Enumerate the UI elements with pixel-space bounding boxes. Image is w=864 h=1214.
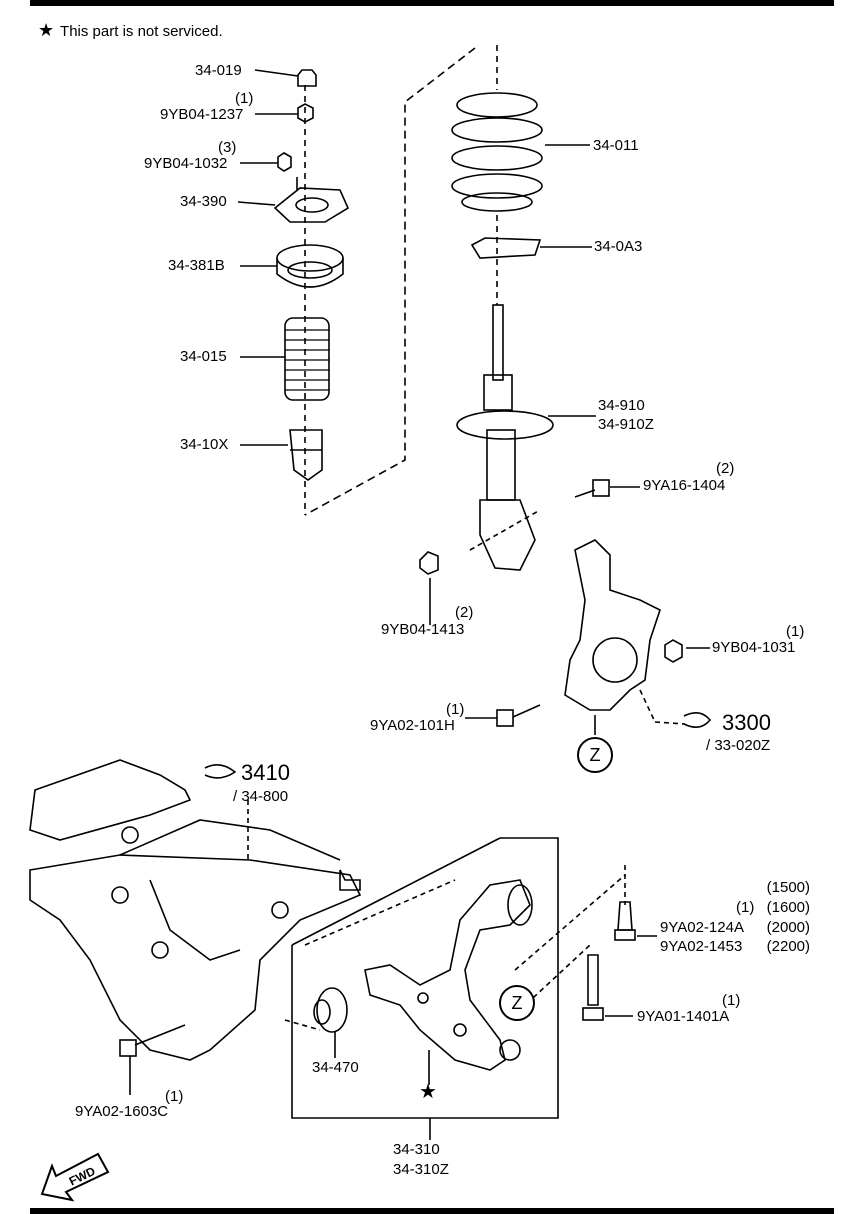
label-9YB04-1031: 9YB04-1031 bbox=[712, 639, 796, 656]
nut-1031 bbox=[664, 639, 683, 663]
label-34-910: 34-910 bbox=[598, 397, 645, 414]
bolt-124A bbox=[617, 901, 633, 931]
label-9YA02-1603C: 9YA02-1603C bbox=[75, 1103, 169, 1120]
label-34-015: 34-015 bbox=[180, 348, 227, 365]
crossmember-icon bbox=[204, 764, 237, 779]
top-rule bbox=[30, 0, 834, 6]
not-serviced-note: ★ This part is not serviced. bbox=[38, 20, 223, 41]
cap-34-019 bbox=[297, 69, 317, 87]
group-bracket bbox=[304, 47, 476, 516]
nut-1237 bbox=[297, 103, 314, 123]
bolt-1401A bbox=[587, 954, 599, 1006]
boot-34-015 bbox=[284, 317, 330, 401]
crossmember-subref: / 34-800 bbox=[233, 788, 289, 805]
label-34-310: 34-310 bbox=[393, 1141, 440, 1158]
top-mount-34-390 bbox=[273, 187, 350, 223]
label-34-390: 34-390 bbox=[180, 193, 227, 210]
label-9YA02-101H: 9YA02-101H bbox=[370, 717, 455, 734]
label-34-381B: 34-381B bbox=[168, 257, 225, 274]
knuckle-icon bbox=[683, 712, 712, 728]
star-icon: ★ bbox=[419, 1081, 437, 1103]
nut-1413 bbox=[419, 551, 439, 575]
nut-1032 bbox=[277, 152, 292, 172]
star-icon: ★ bbox=[38, 20, 55, 40]
bolt-101H bbox=[496, 709, 514, 727]
label-34-011: 34-011 bbox=[593, 137, 639, 154]
variant-2200: (2200) bbox=[766, 938, 810, 955]
qty-9YA01-1401A: (1) bbox=[722, 992, 741, 1009]
variant-1500: (1500) bbox=[766, 879, 810, 896]
variant-2000: (2000) bbox=[766, 919, 810, 936]
qty-variant-1600: (1) bbox=[736, 899, 755, 916]
coil-spring-34-011 bbox=[451, 92, 543, 212]
bolt-1603C bbox=[119, 1039, 137, 1057]
qty-9YB04-1413: (2) bbox=[455, 604, 474, 621]
bolt-1404 bbox=[574, 489, 596, 498]
spring-seat-34-0A3 bbox=[470, 237, 542, 259]
label-9YB04-1032: 9YB04-1032 bbox=[144, 155, 228, 172]
qty-9YB04-1031: (1) bbox=[786, 623, 805, 640]
bottom-rule bbox=[30, 1208, 834, 1214]
note-text: This part is not serviced. bbox=[60, 23, 223, 40]
label-9YA01-1401A: 9YA01-1401A bbox=[637, 1008, 730, 1025]
lower-arm-34-310 bbox=[364, 879, 531, 1071]
variant-1600: (1600) bbox=[766, 899, 810, 916]
knuckle-ref: 3300 bbox=[722, 710, 771, 735]
strut-34-910 bbox=[456, 304, 554, 571]
label-34-019: 34-019 bbox=[195, 62, 242, 79]
bushing-34-470 bbox=[316, 987, 348, 1033]
fwd-arrow-icon: FWD bbox=[40, 1152, 110, 1202]
knuckle-subref: / 33-020Z bbox=[706, 737, 771, 754]
label-9YB04-1413: 9YB04-1413 bbox=[381, 621, 465, 638]
label-9YA02-1453: 9YA02-1453 bbox=[660, 938, 743, 955]
bump-stop-34-10X bbox=[289, 429, 323, 481]
label-9YA16-1404: 9YA16-1404 bbox=[643, 477, 726, 494]
lower-arm-box bbox=[291, 837, 559, 1119]
label-34-0A3: 34-0A3 bbox=[594, 238, 643, 255]
qty-9YB04-1032: (3) bbox=[218, 139, 237, 156]
label-9YB04-1237: 9YB04-1237 bbox=[160, 106, 244, 123]
label-34-910Z: 34-910Z bbox=[598, 416, 654, 433]
label-34-310Z: 34-310Z bbox=[393, 1161, 449, 1178]
callout-z-knuckle: Z bbox=[577, 737, 613, 773]
label-9YA02-124A: 9YA02-124A bbox=[660, 919, 744, 936]
callout-z-arm: Z bbox=[499, 985, 535, 1021]
qty-9YA02-101H: (1) bbox=[446, 701, 465, 718]
label-34-10X: 34-10X bbox=[180, 436, 229, 453]
crossmember-ref: 3410 bbox=[241, 760, 290, 785]
knuckle-3300 bbox=[564, 539, 661, 711]
qty-9YA02-1603C: (1) bbox=[165, 1088, 184, 1105]
qty-9YA16-1404: (2) bbox=[716, 460, 735, 477]
label-34-470: 34-470 bbox=[312, 1059, 359, 1076]
crossmember-3410 bbox=[29, 759, 362, 1061]
qty-9YB04-1237: (1) bbox=[235, 90, 254, 107]
bearing-34-381B bbox=[276, 244, 344, 272]
